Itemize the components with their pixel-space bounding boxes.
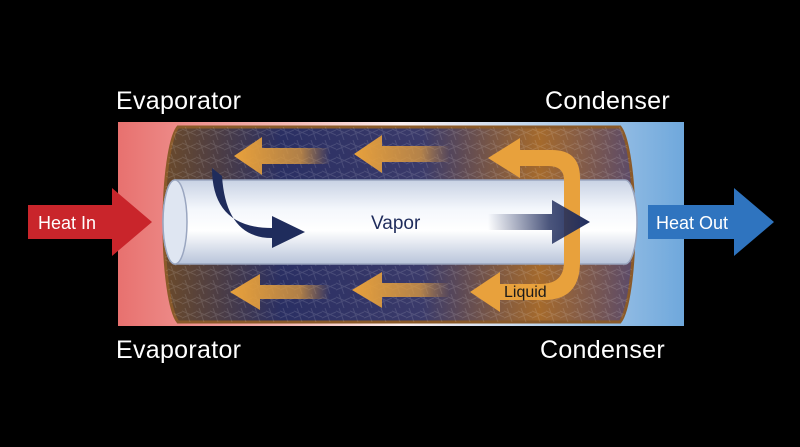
evaporator-label-top: Evaporator [116,87,242,115]
liquid-arrow-bottom-1 [230,274,330,310]
liquid-arrow-top-1 [234,137,330,175]
vapor-label: Vapor [371,213,421,234]
liquid-arrow-top-2 [354,135,450,173]
liquid-arrow-bottom-2 [352,272,450,308]
heat-in-label: Heat In [38,213,96,233]
vapor-arrow-evaporator [212,168,305,248]
condenser-label-bottom: Condenser [540,336,666,364]
heat-out-arrow [648,188,774,256]
liquid-label: Liquid [504,284,547,301]
vapor-core-end-cap [162,179,188,265]
condenser-label-top: Condenser [545,87,671,115]
liquid-return-arrows-top [234,135,450,175]
heat-in-arrow [28,188,152,256]
vapor-arrow-condenser [488,200,590,244]
liquid-loop-condenser [470,138,580,312]
heat-out-label: Heat Out [656,213,728,233]
evaporator-label-bottom: Evaporator [116,336,242,364]
liquid-return-arrows-bottom [230,272,450,310]
